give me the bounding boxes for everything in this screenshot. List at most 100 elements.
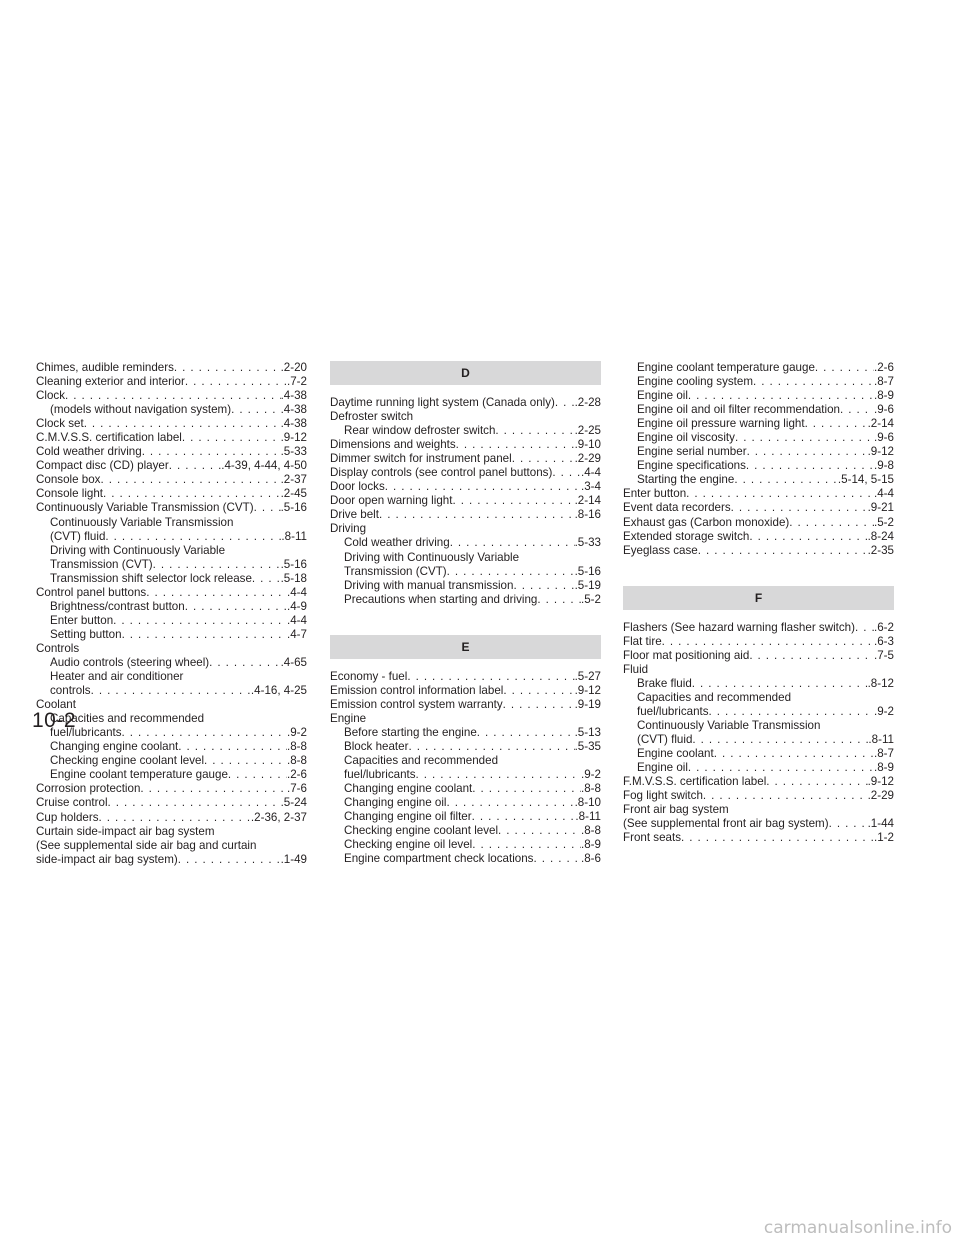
section-spacer [623, 558, 894, 586]
index-entry: Enter button.4-4 [36, 614, 307, 628]
dot-leader [789, 516, 874, 530]
entry-page-ref: .2-6 [874, 361, 894, 374]
dot-leader [450, 536, 575, 550]
entry-text: Daytime running light system (Canada onl… [330, 396, 555, 409]
entry-page-ref: .8-8 [287, 754, 307, 768]
index-entry: Audio controls (steering wheel).4-65 [36, 656, 307, 670]
entry-text: Starting the engine [637, 473, 735, 487]
dot-leader [408, 740, 574, 754]
entry-page-ref: .2-29 [574, 452, 601, 466]
entry-page-ref: .2-28 [574, 396, 601, 409]
index-entry: Cleaning exterior and interior.7-2 [36, 375, 307, 389]
index-entry: Engine coolant temperature gauge.2-6 [623, 361, 894, 375]
entry-text: Transmission (CVT) [344, 564, 447, 578]
entry-text: (CVT) fluid [637, 733, 693, 747]
section-heading: E [330, 634, 601, 659]
entry-text: Engine oil [637, 389, 688, 403]
entry-text: Front air bag system [623, 803, 729, 817]
entry-text: Engine oil [637, 761, 688, 775]
dot-leader [84, 417, 281, 431]
index-entry: Engine oil viscosity .9-6 [623, 431, 894, 445]
index-entry: C.M.V.S.S. certification label.9-12 [36, 431, 307, 445]
entry-page-ref: .2-6 [287, 768, 307, 782]
entry-page-ref: .4-38 [280, 403, 307, 417]
entry-page-ref: .8-24 [867, 529, 894, 543]
entry-page-ref: .2-35 [867, 543, 894, 557]
entry-page-ref: .8-7 [874, 375, 894, 389]
dot-leader [749, 649, 874, 663]
entry-text: Engine [330, 711, 367, 725]
dot-leader [140, 782, 287, 796]
entry-text: (models without navigation system) [50, 403, 232, 417]
dot-leader [472, 782, 581, 796]
index-entry: Drive belt.8-16 [330, 508, 601, 522]
entry-text: Before starting the engine [344, 725, 477, 739]
entry-text: Changing engine oil [344, 796, 447, 810]
dot-leader [252, 572, 281, 586]
entry-text: Fog light switch [623, 789, 703, 803]
index-entry: Capacities and recommended [623, 691, 894, 705]
entry-page-ref: .8-8 [581, 782, 601, 796]
index-entry: Continuously Variable Transmission [623, 719, 894, 733]
index-entry: Cup holders.2-36, 2-37 [36, 811, 307, 825]
index-entry: Transmission shift selector lock release… [36, 572, 307, 586]
entry-page-ref: .8-12 [867, 676, 894, 690]
entry-text: Door open warning light [330, 494, 453, 508]
entry-text: Engine oil and oil filter recommendation [637, 403, 841, 417]
entry-text: Cleaning exterior and interior [36, 375, 185, 389]
index-entry: Engine serial number.9-12 [623, 445, 894, 459]
index-entry: (CVT) fluid.8-11 [36, 530, 307, 544]
dot-leader [169, 459, 222, 473]
index-entry: Engine oil pressure warning light.2-14 [623, 417, 894, 431]
dot-leader [662, 635, 874, 649]
index-entry: Driving with manual transmission.5-19 [330, 579, 601, 593]
entry-text: Driving with Continuously Variable [344, 550, 520, 564]
entry-page-ref: .2-14 [574, 494, 601, 508]
index-entry: side-impact air bag system).1-49 [36, 853, 307, 867]
index-entry: fuel/lubricants.9-2 [623, 705, 894, 719]
index-entry: Capacities and recommended [330, 754, 601, 768]
dot-leader [447, 565, 575, 579]
index-entry: Changing engine oil filter.8-11 [330, 810, 601, 824]
dot-leader [209, 656, 280, 670]
entry-page-ref: .5-35 [574, 739, 601, 753]
entry-page-ref: .9-12 [280, 431, 307, 445]
entry-text: Enter button [50, 613, 114, 627]
dot-leader [122, 726, 287, 740]
entry-page-ref: .9-2 [581, 768, 601, 782]
dot-leader [747, 445, 868, 459]
entry-text: Defroster switch [330, 410, 414, 424]
index-entry: Corrosion protection.7-6 [36, 782, 307, 796]
entry-text: Dimensions and weights [330, 438, 456, 452]
dot-leader [805, 417, 868, 431]
entry-text: Dimmer switch for instrument panel [330, 452, 512, 466]
index-entry: Engine cooling system.8-7 [623, 375, 894, 389]
dot-leader [537, 593, 581, 607]
index-entry: Event data recorders.9-21 [623, 501, 894, 515]
entry-page-ref: .4-4 [287, 585, 307, 599]
entry-text: Driving with manual transmission [344, 578, 514, 592]
index-entry: Display controls (see control panel butt… [330, 466, 601, 480]
entry-text: Setting button [50, 627, 122, 641]
entry-text: Rear window defroster switch [344, 424, 496, 438]
entry-text: Engine oil pressure warning light [637, 417, 805, 431]
index-entry: fuel/lubricants.9-2 [36, 726, 307, 740]
dot-leader [855, 621, 874, 635]
entry-text: Event data recorders [623, 501, 731, 515]
entry-page-ref: .9-6 [874, 431, 894, 445]
dot-leader [829, 817, 868, 831]
dot-leader [100, 473, 280, 487]
entry-text: Precautions when starting and driving [344, 592, 538, 606]
entry-text: Capacities and recommended [637, 690, 792, 704]
index-entry: Front seats.1-2 [623, 831, 894, 845]
section-spacer [330, 607, 601, 635]
entry-text: Transmission shift selector lock release [50, 571, 252, 585]
entry-text: fuel/lubricants [50, 726, 122, 740]
dot-leader [99, 811, 251, 825]
dot-leader [231, 403, 280, 417]
entry-text: Engine oil viscosity [637, 431, 735, 445]
index-entry: (models without navigation system) .4-38 [36, 403, 307, 417]
entry-page-ref: .4-4 [581, 466, 601, 480]
index-entry: Checking engine oil level.8-9 [330, 838, 601, 852]
